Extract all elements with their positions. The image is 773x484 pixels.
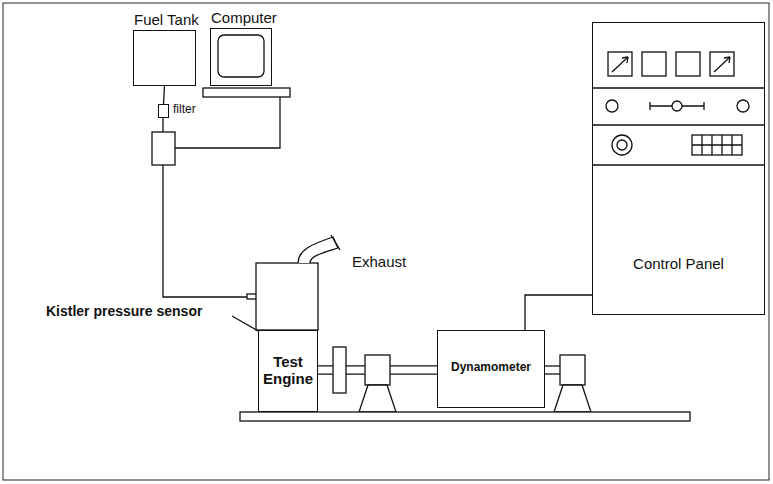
sensor-label: Kistler pressure sensor: [46, 303, 202, 319]
monitor-screen: [218, 35, 264, 77]
node-label: Dynamometer: [441, 361, 541, 375]
node-label: filter: [173, 103, 196, 117]
panel-divider: [592, 87, 765, 88]
flywheel: [333, 347, 346, 393]
fuel-tank: Fuel Tank: [133, 30, 196, 86]
exhaust-label: Exhaust: [352, 253, 406, 270]
gauge-needle: [622, 57, 628, 63]
shaft: [545, 373, 560, 374]
computer-base: [203, 88, 290, 97]
keypad: [692, 135, 742, 155]
fuel-line: [162, 118, 163, 132]
node-label: Computer: [211, 9, 277, 26]
gauge-needle: [714, 57, 730, 72]
node-label: Control Panel: [593, 255, 764, 272]
cylinder-head: [256, 263, 318, 330]
display: [642, 52, 666, 76]
frame-border: [3, 3, 769, 480]
coupling: [365, 355, 390, 385]
connector: [525, 295, 592, 330]
slider-end: [650, 102, 704, 110]
connector: [164, 86, 165, 104]
node-label: Fuel Tank: [134, 11, 199, 28]
exhaust-pipe-end: [331, 235, 340, 250]
keypad-grid: [692, 135, 742, 155]
base-plate: [240, 412, 690, 421]
filter: filter: [158, 104, 169, 118]
knob: [606, 100, 618, 112]
test-engine: Test Engine: [258, 330, 318, 412]
knob: [737, 100, 749, 112]
shaft: [545, 365, 560, 366]
slider-knob: [672, 101, 682, 111]
dial: [617, 140, 627, 150]
node-label: Test Engine: [262, 353, 314, 388]
fuel-meter-box: [152, 132, 175, 165]
panel-divider: [592, 164, 765, 165]
computer-monitor: Computer: [210, 28, 272, 86]
exhaust-pipe: [298, 237, 338, 263]
panel-divider: [592, 124, 765, 125]
coupling: [560, 355, 585, 385]
display: [676, 52, 700, 76]
gauge-needle: [724, 57, 730, 63]
gauge: [608, 52, 632, 76]
gauge: [710, 52, 734, 76]
dial: [612, 135, 632, 155]
bearing-stand: [359, 385, 396, 412]
dynamometer: Dynamometer: [437, 330, 545, 408]
leader-line: [232, 316, 258, 331]
gauge-needle: [612, 57, 628, 72]
control-panel: Control Panel: [592, 22, 765, 315]
fuel-line: [163, 165, 247, 297]
bearing-stand: [554, 385, 591, 412]
